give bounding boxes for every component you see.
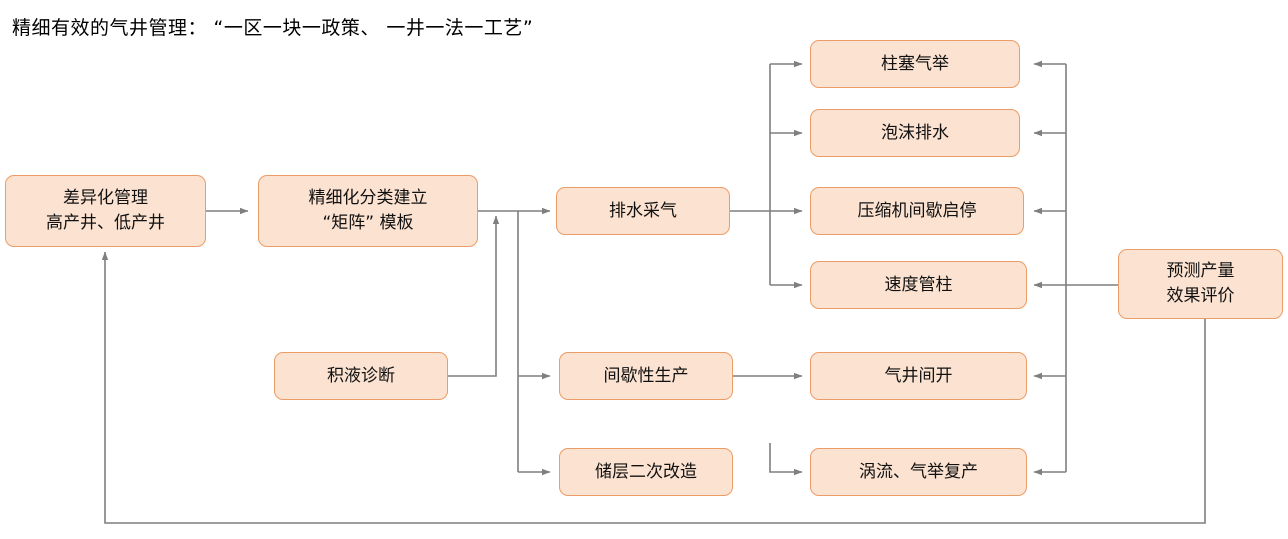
node-plunger-lift[interactable]: 柱塞气举 [810,40,1020,88]
node-line-1: 气井间开 [884,365,953,386]
node-differentiated-management[interactable]: 差异化管理 高产井、低产井 [5,175,206,247]
node-intermittent-production[interactable]: 间歇性生产 [559,352,733,400]
node-vortex-gas-lift-restart[interactable]: 涡流、气举复产 [810,448,1027,496]
node-reservoir-restimulation[interactable]: 储层二次改造 [559,448,733,496]
node-line-2: 高产井、低产井 [46,213,165,233]
page-title: 精细有效的气井管理： “一区一块一政策、 一井一法一工艺” [12,17,534,39]
node-line-1: 差异化管理 [63,188,148,209]
node-line-1: 间歇性生产 [603,365,689,386]
node-velocity-string[interactable]: 速度管柱 [810,261,1027,309]
edge-restim-stub-hidden [733,472,770,500]
node-line-1: 涡流、气举复产 [859,461,978,482]
edge-restim-to-vortex [769,443,803,476]
node-line-1: 精细化分类建立 [308,188,428,209]
node-gas-well-intermittent-opening[interactable]: 气井间开 [810,352,1027,400]
node-compressor-cycling[interactable]: 压缩机间歇启停 [810,187,1024,235]
node-line-1: 预测产量 [1166,261,1235,282]
node-line-1: 积液诊断 [327,365,395,386]
node-classification-matrix[interactable]: 精细化分类建立 “矩阵” 模板 [258,175,478,247]
node-line-1: 压缩机间歇启停 [857,200,977,221]
node-line-1: 柱塞气举 [881,53,949,74]
node-production-forecast-evaluation[interactable]: 预测产量 效果评价 [1118,249,1283,319]
node-line-2: “矩阵” 模板 [322,213,414,233]
node-line-1: 排水采气 [609,200,677,221]
node-line-1: 泡沫排水 [881,122,949,143]
node-foam-drainage[interactable]: 泡沫排水 [810,109,1020,157]
node-line-1: 储层二次改造 [595,461,697,482]
node-drainage-gas-recovery[interactable]: 排水采气 [556,187,730,235]
node-line-2: 效果评价 [1166,286,1235,306]
node-liquid-loading-diagnosis[interactable]: 积液诊断 [274,352,448,400]
node-line-1: 速度管柱 [884,274,953,295]
